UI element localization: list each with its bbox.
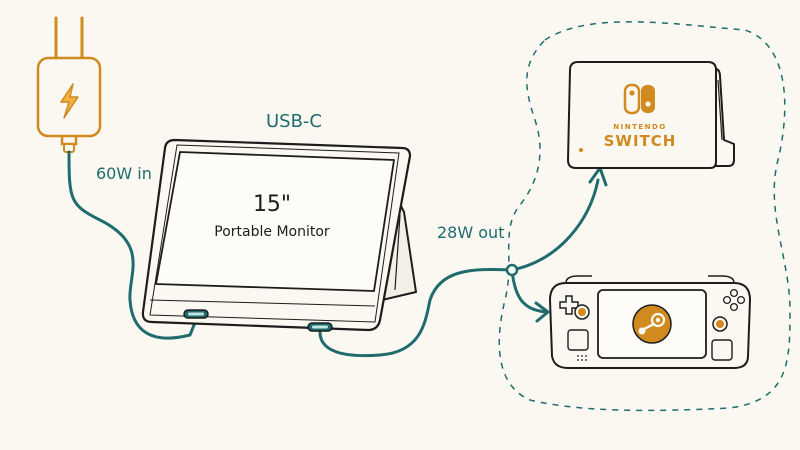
nintendo-switch-logo-icon	[623, 83, 655, 115]
lightning-bolt-icon	[60, 83, 79, 119]
cable-to-steam-deck	[510, 268, 548, 314]
wall-charger	[36, 16, 102, 153]
power-out-label: 28W out	[437, 223, 504, 242]
monitor-size-label: 15"	[253, 192, 291, 217]
cable-splitter	[505, 263, 519, 277]
arrow-to-steam-deck	[534, 301, 550, 323]
cables	[67, 150, 600, 358]
cable-to-switch	[510, 178, 600, 272]
power-in-label: 60W in	[96, 164, 152, 183]
switch-brand-line1: NINTENDO	[613, 123, 667, 131]
switch-brand-line2: SWITCH	[604, 132, 677, 150]
steam-logo-icon	[632, 304, 672, 344]
monitor-screen	[155, 151, 395, 292]
output-devices-boundary	[498, 21, 791, 412]
usb-c-label: USB-C	[266, 111, 322, 132]
portable-monitor: 15" Portable Monitor	[141, 138, 417, 332]
nintendo-switch-dock: NINTENDO SWITCH	[567, 61, 735, 169]
cable-power-in	[67, 150, 198, 340]
steam-deck	[549, 275, 751, 369]
face-buttons-icon	[722, 288, 746, 312]
monitor-name-label: Portable Monitor	[214, 224, 330, 240]
cable-power-out	[318, 267, 514, 358]
d-pad-icon	[559, 295, 579, 315]
